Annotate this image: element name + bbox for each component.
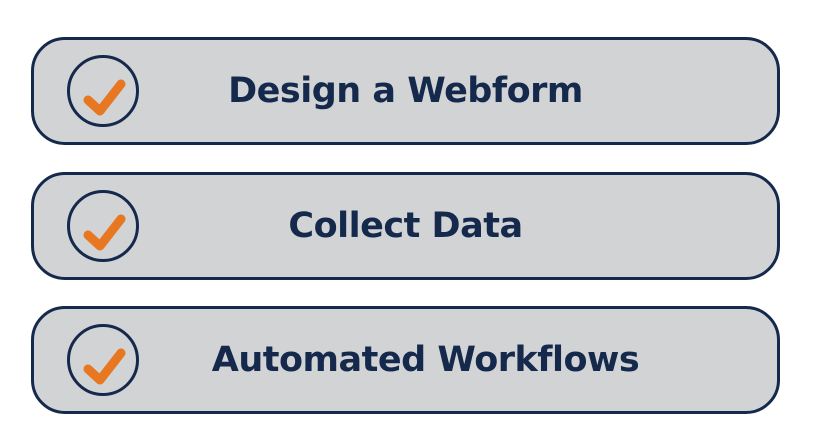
step-design-webform: Design a Webform: [31, 37, 780, 145]
check-icon: [83, 79, 126, 116]
check-circle-icon: [67, 324, 139, 396]
check-circle-icon: [67, 190, 139, 262]
step-automated-workflows: Automated Workflows: [31, 306, 780, 414]
step-collect-data: Collect Data: [31, 172, 780, 280]
step-label: Collect Data: [288, 206, 523, 246]
check-icon: [83, 348, 126, 385]
check-circle-icon: [67, 55, 139, 127]
step-label: Automated Workflows: [211, 340, 640, 380]
step-label: Design a Webform: [228, 71, 583, 111]
check-icon: [83, 214, 126, 251]
